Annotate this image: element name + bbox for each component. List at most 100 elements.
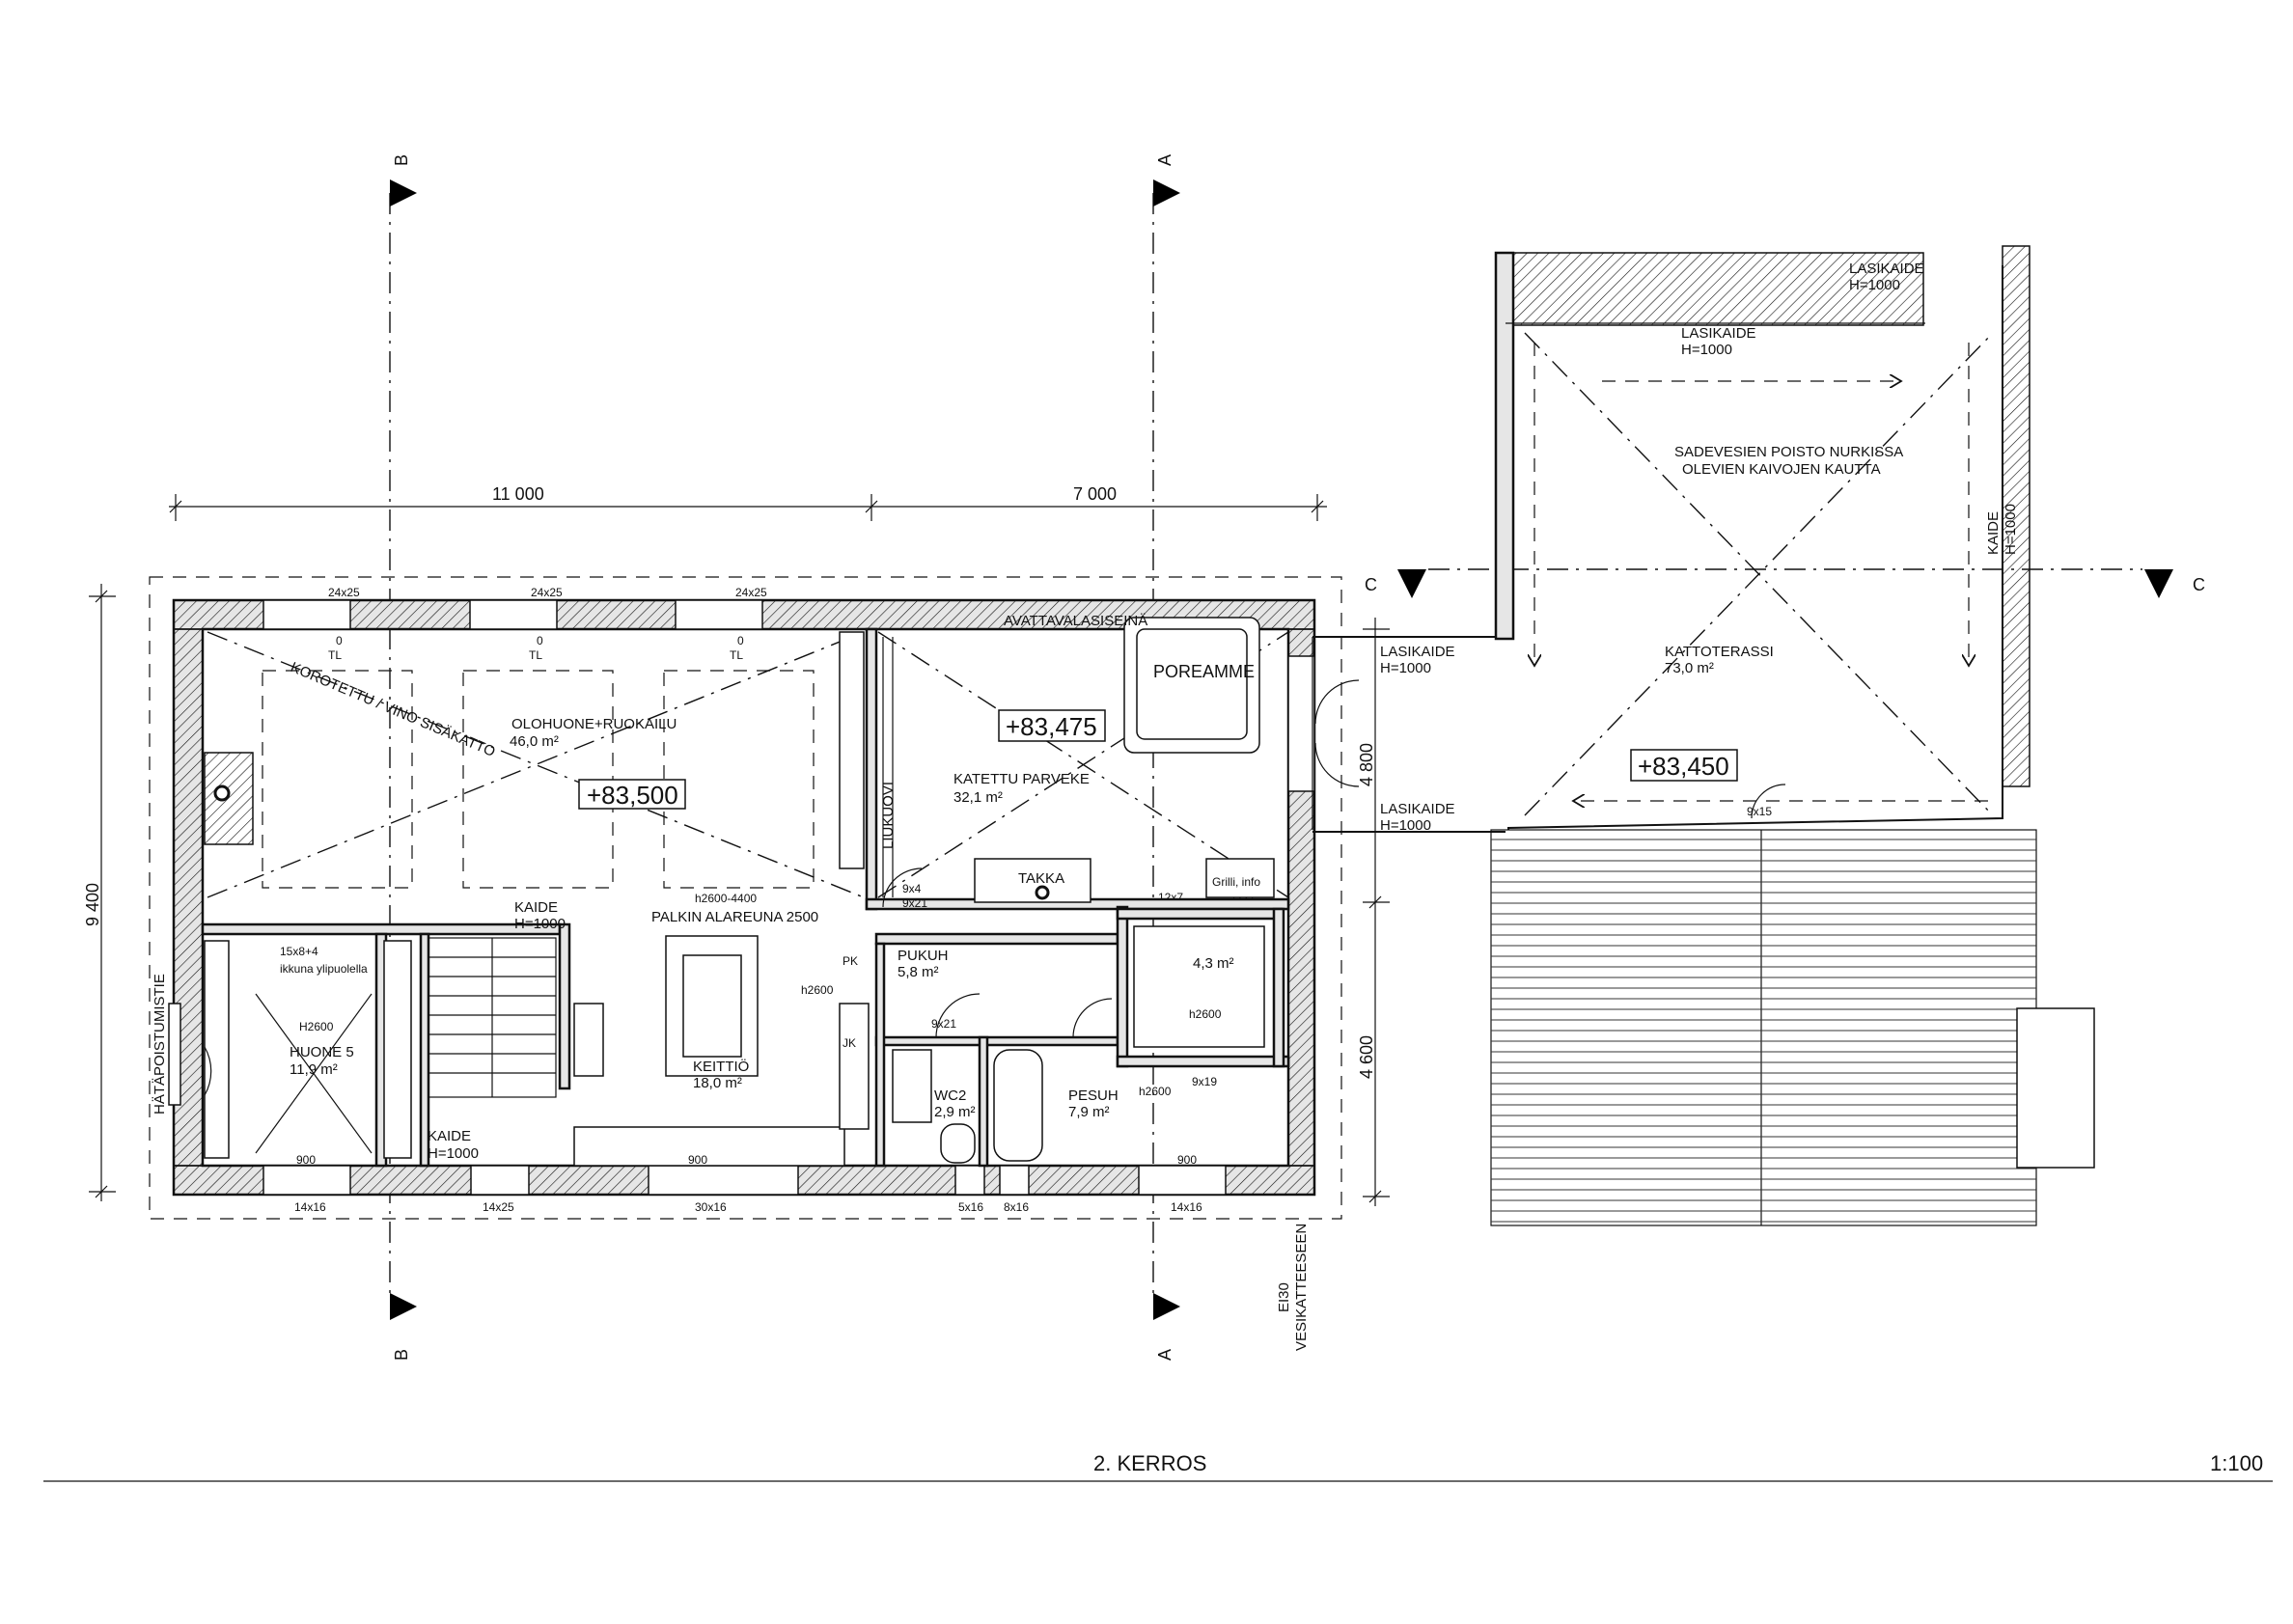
stairs: KAIDE H=1000 [428,937,557,1162]
svg-text:PK: PK [843,954,858,968]
railing-label: LASIKAIDE [1380,801,1455,817]
svg-text:14x16: 14x16 [294,1200,326,1214]
ceiling-note: KOROTETTU / VINO SISÄKATTO [288,659,497,760]
room-area: 7,9 m² [1068,1104,1110,1120]
section-label: B [392,154,411,166]
covered-balcony: POREAMME AVATTAVALASISEINÄ +83,475 KATET… [877,613,1289,910]
room-area: 32,1 m² [953,789,1003,806]
fire-note: VESIKATTEESEEN [1293,1224,1310,1351]
svg-text:30x16: 30x16 [695,1200,727,1214]
section-marker-c-right: C [2144,569,2205,598]
section-label: C [1365,575,1377,594]
dimension-label: 9 400 [83,883,102,926]
svg-text:9x4: 9x4 [902,882,922,895]
svg-text:h2600-4400: h2600-4400 [695,892,757,905]
railing-label: KAIDE [1985,511,2002,555]
dimension-left: 9 400 [83,584,116,1201]
room-name: KATETTU PARVEKE [953,771,1090,787]
dimension-label: 11 000 [492,484,544,504]
room-name: HUONE 5 [290,1044,354,1060]
interior-walls [201,627,1290,1168]
beam-note: PALKIN ALAREUNA 2500 [651,909,818,925]
living-room: KOROTETTU / VINO SISÄKATTO OLOHUONE+RUOK… [204,631,865,932]
svg-text:TL: TL [328,648,342,662]
svg-text:24x25: 24x25 [735,586,767,599]
dimension-top: 11 000 7 000 [169,484,1327,521]
railing-height: H=1000 [514,916,566,932]
svg-text:900: 900 [688,1153,707,1167]
elevation-label: +83,500 [587,781,678,810]
svg-text:TL: TL [730,648,743,662]
emergency-exit-label: HÄTÄPOISTUMISTIE [152,974,168,1115]
svg-text:0: 0 [336,634,343,647]
section-label: A [1155,1349,1174,1361]
room-name: PESUH [1068,1087,1119,1104]
roof-outline [149,576,1342,1220]
svg-text:9x15: 9x15 [1747,805,1772,818]
room-area: 46,0 m² [510,733,559,750]
svg-text:TL: TL [529,648,542,662]
svg-text:0: 0 [537,634,543,647]
room-name: WC2 [934,1087,966,1104]
drawing-scale: 1:100 [2210,1451,2263,1475]
section-marker-b-bottom: B [390,1293,417,1361]
railing-label: LASIKAIDE [1849,261,1924,277]
svg-text:24x25: 24x25 [328,586,360,599]
svg-text:5x16: 5x16 [958,1200,983,1214]
core-rooms: PUKUH 5,8 m² WC2 2,9 m² PESUH 7,9 m² 9x2… [843,925,1265,1164]
svg-text:9x21: 9x21 [931,1017,956,1031]
section-marker-c-left: C [1365,569,1426,598]
svg-text:8x16: 8x16 [1004,1200,1029,1214]
svg-text:0: 0 [737,634,744,647]
section-marker-a-top: A [1153,154,1180,206]
room-name: KEITTIÖ [693,1058,749,1075]
railing-label: KAIDE [514,899,558,916]
railing-height: H=1000 [1849,277,1900,293]
elevation-label: +83,475 [1006,712,1097,741]
glass-wall-label: AVATTAVALASISEINÄ [1004,613,1147,629]
railing-label: LASIKAIDE [1380,644,1455,660]
kitchen: KEITTIÖ 18,0 m² h2600 900 [573,935,870,1167]
svg-text:9x19: 9x19 [1192,1075,1217,1088]
railing-label: KAIDE [428,1128,471,1144]
svg-text:14x16: 14x16 [1171,1200,1202,1214]
svg-text:ikkuna ylipuolella: ikkuna ylipuolella [280,962,368,976]
svg-text:14x25: 14x25 [483,1200,514,1214]
svg-text:24x25: 24x25 [531,586,563,599]
dimension-label: 4 800 [1357,743,1376,786]
svg-text:H2600: H2600 [299,1020,334,1033]
railing-label: LASIKAIDE [1681,325,1756,342]
svg-text:9x21: 9x21 [902,896,927,910]
elevation-label: +83,450 [1638,752,1729,781]
room-area: 73,0 m² [1665,660,1714,676]
section-label: C [2193,575,2205,594]
section-marker-a-bottom: A [1153,1293,1180,1361]
svg-text:15x8+4: 15x8+4 [280,945,318,958]
drainage-note: OLEVIEN KAIVOJEN KAUTTA [1682,461,1881,478]
railing-height: H=1000 [2003,504,2019,555]
section-label: A [1155,154,1174,166]
jacuzzi-label: POREAMME [1153,662,1255,681]
svg-text:JK: JK [843,1036,856,1050]
section-marker-b-top: B [390,154,417,206]
room-area: 11,9 m² [290,1061,338,1078]
svg-text:h2600: h2600 [1139,1085,1172,1098]
roof-terrace: 9x15 LASIKAIDE H=1000 LASIKAIDE H=1000 L… [1312,245,2031,834]
room-area: 5,8 m² [898,964,939,980]
svg-text:h2600: h2600 [1189,1007,1222,1021]
section-label: B [392,1349,411,1361]
dimension-label: 4 600 [1357,1035,1376,1079]
railing-height: H=1000 [1681,342,1732,358]
window-labels: 24x25 24x25 24x25 14x16 14x25 30x16 5x16… [294,586,1256,1214]
room-name: PUKUH [898,948,949,964]
bedroom-5: HUONE 5 11,9 m² 15x8+4 ikkuna ylipuolell… [152,940,412,1159]
drainage-note: SADEVESIEN POISTO NURKISSA [1674,444,1903,460]
dimension-label: 7 000 [1073,484,1117,504]
svg-text:900: 900 [296,1153,316,1167]
svg-text:900: 900 [1177,1153,1197,1167]
svg-text:h2600: h2600 [801,983,834,997]
room-name: OLOHUONE+RUOKAILU [511,716,677,732]
room-name: KATTOTERASSI [1665,644,1774,660]
room-area: 4,3 m² [1193,955,1234,972]
